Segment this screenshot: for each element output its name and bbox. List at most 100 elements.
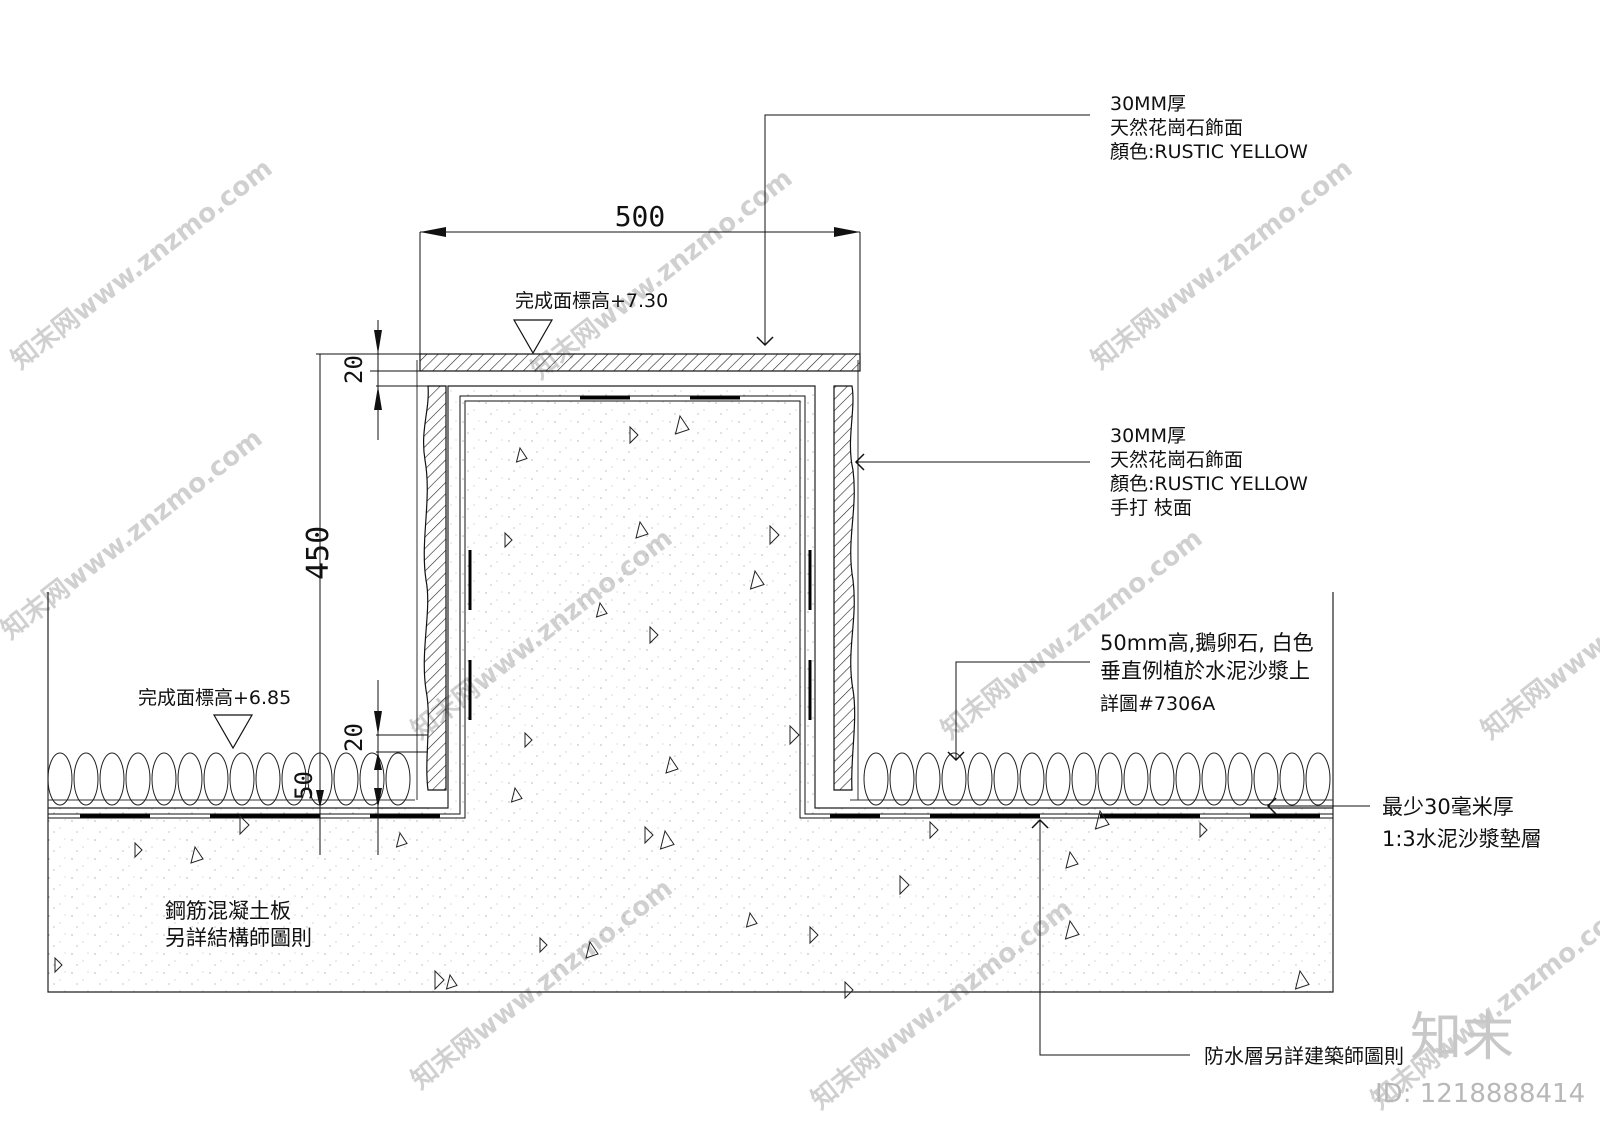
watermark-logo: 知末 [1410, 1008, 1514, 1068]
pebble [1019, 752, 1045, 806]
pebble [255, 752, 281, 806]
dimension-label: 50 [290, 771, 318, 800]
watermark-text: 知末网www.znzmo.com [0, 423, 268, 645]
aggregate-mark [190, 845, 204, 864]
note-line: 防水層另詳建築師圖則 [1204, 1044, 1404, 1068]
aggregate-mark [659, 829, 675, 850]
pebble [993, 752, 1019, 806]
level-label: 完成面標高+6.85 [138, 687, 291, 709]
aggregate-mark [635, 520, 649, 539]
pebble [281, 752, 307, 806]
pebble [203, 752, 229, 806]
watermark-text: 知末网www.znzmo.com [6, 153, 278, 375]
dimension-vertical-chain: 20 450 20 50 [290, 320, 428, 855]
granite-cladding [422, 385, 856, 791]
pebble [47, 752, 73, 806]
note-line: 垂直例植於水泥沙漿上 [1100, 659, 1310, 683]
aggregate-mark [674, 414, 690, 435]
aggregate-mark [899, 874, 910, 896]
note-line: 30MM厚 [1110, 93, 1186, 115]
aggregate-mark [665, 755, 679, 774]
pebble [99, 752, 125, 806]
granite-coping [419, 353, 861, 372]
level-label: 完成面標高+7.30 [515, 290, 668, 312]
pebble [1201, 752, 1227, 806]
pebble [941, 752, 967, 806]
aggregate-mark [929, 820, 939, 840]
pebble [177, 752, 203, 806]
waterproof-membrane [48, 395, 1333, 819]
aggregate-mark [510, 786, 523, 803]
aggregate-mark [515, 446, 528, 463]
note-line: 30MM厚 [1110, 425, 1186, 447]
aggregate-mark [1065, 850, 1079, 869]
aggregate-mark [524, 731, 533, 749]
note-line: 詳圖#7306A [1100, 693, 1215, 715]
pebble [1175, 752, 1201, 806]
aggregate-mark [445, 973, 458, 990]
leader-waterproof: 防水層另詳建築師圖則 [1031, 818, 1404, 1068]
aggregate-mark [1064, 919, 1080, 940]
dimension-label: 20 [340, 355, 368, 384]
note-line: 另詳結構師圖則 [165, 926, 312, 950]
pebble [1097, 752, 1123, 806]
note-line: 顏色:RUSTIC YELLOW [1110, 473, 1308, 495]
dimension-label: 20 [340, 723, 368, 752]
dimension-label: 500 [615, 200, 666, 233]
note-line: 天然花崗石飾面 [1110, 117, 1243, 139]
aggregate-mark [749, 569, 765, 590]
watermark-text: 知末网www.znzmo.com [1476, 523, 1600, 745]
aggregate-mark [629, 425, 639, 445]
aggregate-mark [1199, 821, 1208, 839]
aggregate-mark [844, 980, 854, 1000]
aggregate-mark [769, 524, 780, 546]
watermark-id: ID: 1218888414 [1375, 1079, 1585, 1109]
watermark-text: 知末网www.znzmo.com [526, 163, 798, 385]
pebble [125, 752, 151, 806]
pebble [229, 752, 255, 806]
aggregate-mark [539, 936, 548, 954]
aggregate-mark [745, 911, 758, 928]
aggregate-mark [134, 841, 143, 859]
aggregate-mark [644, 825, 654, 845]
pebble [385, 752, 411, 806]
slab-note: 鋼筋混凝土板 另詳結構師圖則 [165, 899, 312, 950]
aggregate-mark [649, 625, 659, 645]
pebble [967, 752, 993, 806]
aggregate-mark [504, 531, 513, 549]
note-line: 50mm高,鵝卵石, 白色 [1100, 631, 1314, 655]
watermark-text: 知末网www.znzmo.com [1086, 153, 1358, 375]
pebble [915, 752, 941, 806]
aggregate-mark [595, 601, 608, 618]
note-line: 最少30毫米厚 [1382, 795, 1514, 819]
pebble [1123, 752, 1149, 806]
dimension-top-width: 500 [419, 200, 861, 354]
aggregate-mark [54, 956, 63, 974]
note-line: 顏色:RUSTIC YELLOW [1110, 141, 1308, 163]
pebble [889, 752, 915, 806]
aggregate-mark [809, 925, 819, 945]
note-line: 手打 枝面 [1110, 497, 1192, 519]
pebble [1253, 752, 1279, 806]
aggregate-mark [395, 831, 408, 848]
pebble [1045, 752, 1071, 806]
pebble [1227, 752, 1253, 806]
leader-screed: 最少30毫米厚 1:3水泥沙漿墊層 [1266, 795, 1542, 851]
aggregate-mark [585, 940, 599, 959]
concrete-aggregate [54, 414, 1310, 1000]
note-line: 1:3水泥沙漿墊層 [1382, 827, 1542, 851]
pebble [73, 752, 99, 806]
aggregate-mark [1294, 969, 1310, 990]
pebble [1149, 752, 1175, 806]
aggregate-mark [1094, 809, 1110, 830]
level-marker-bottom: 完成面標高+6.85 [138, 687, 291, 750]
pebble [1071, 752, 1097, 806]
note-line: 鋼筋混凝土板 [165, 899, 291, 923]
pebble [151, 752, 177, 806]
dimension-label: 450 [301, 526, 336, 580]
leader-top-finish: 30MM厚 天然花崗石飾面 顏色:RUSTIC YELLOW [756, 93, 1308, 347]
watermark-corner: 知末 ID: 1218888414 [1375, 1008, 1585, 1109]
pebble [1279, 752, 1305, 806]
aggregate-mark [239, 814, 250, 836]
